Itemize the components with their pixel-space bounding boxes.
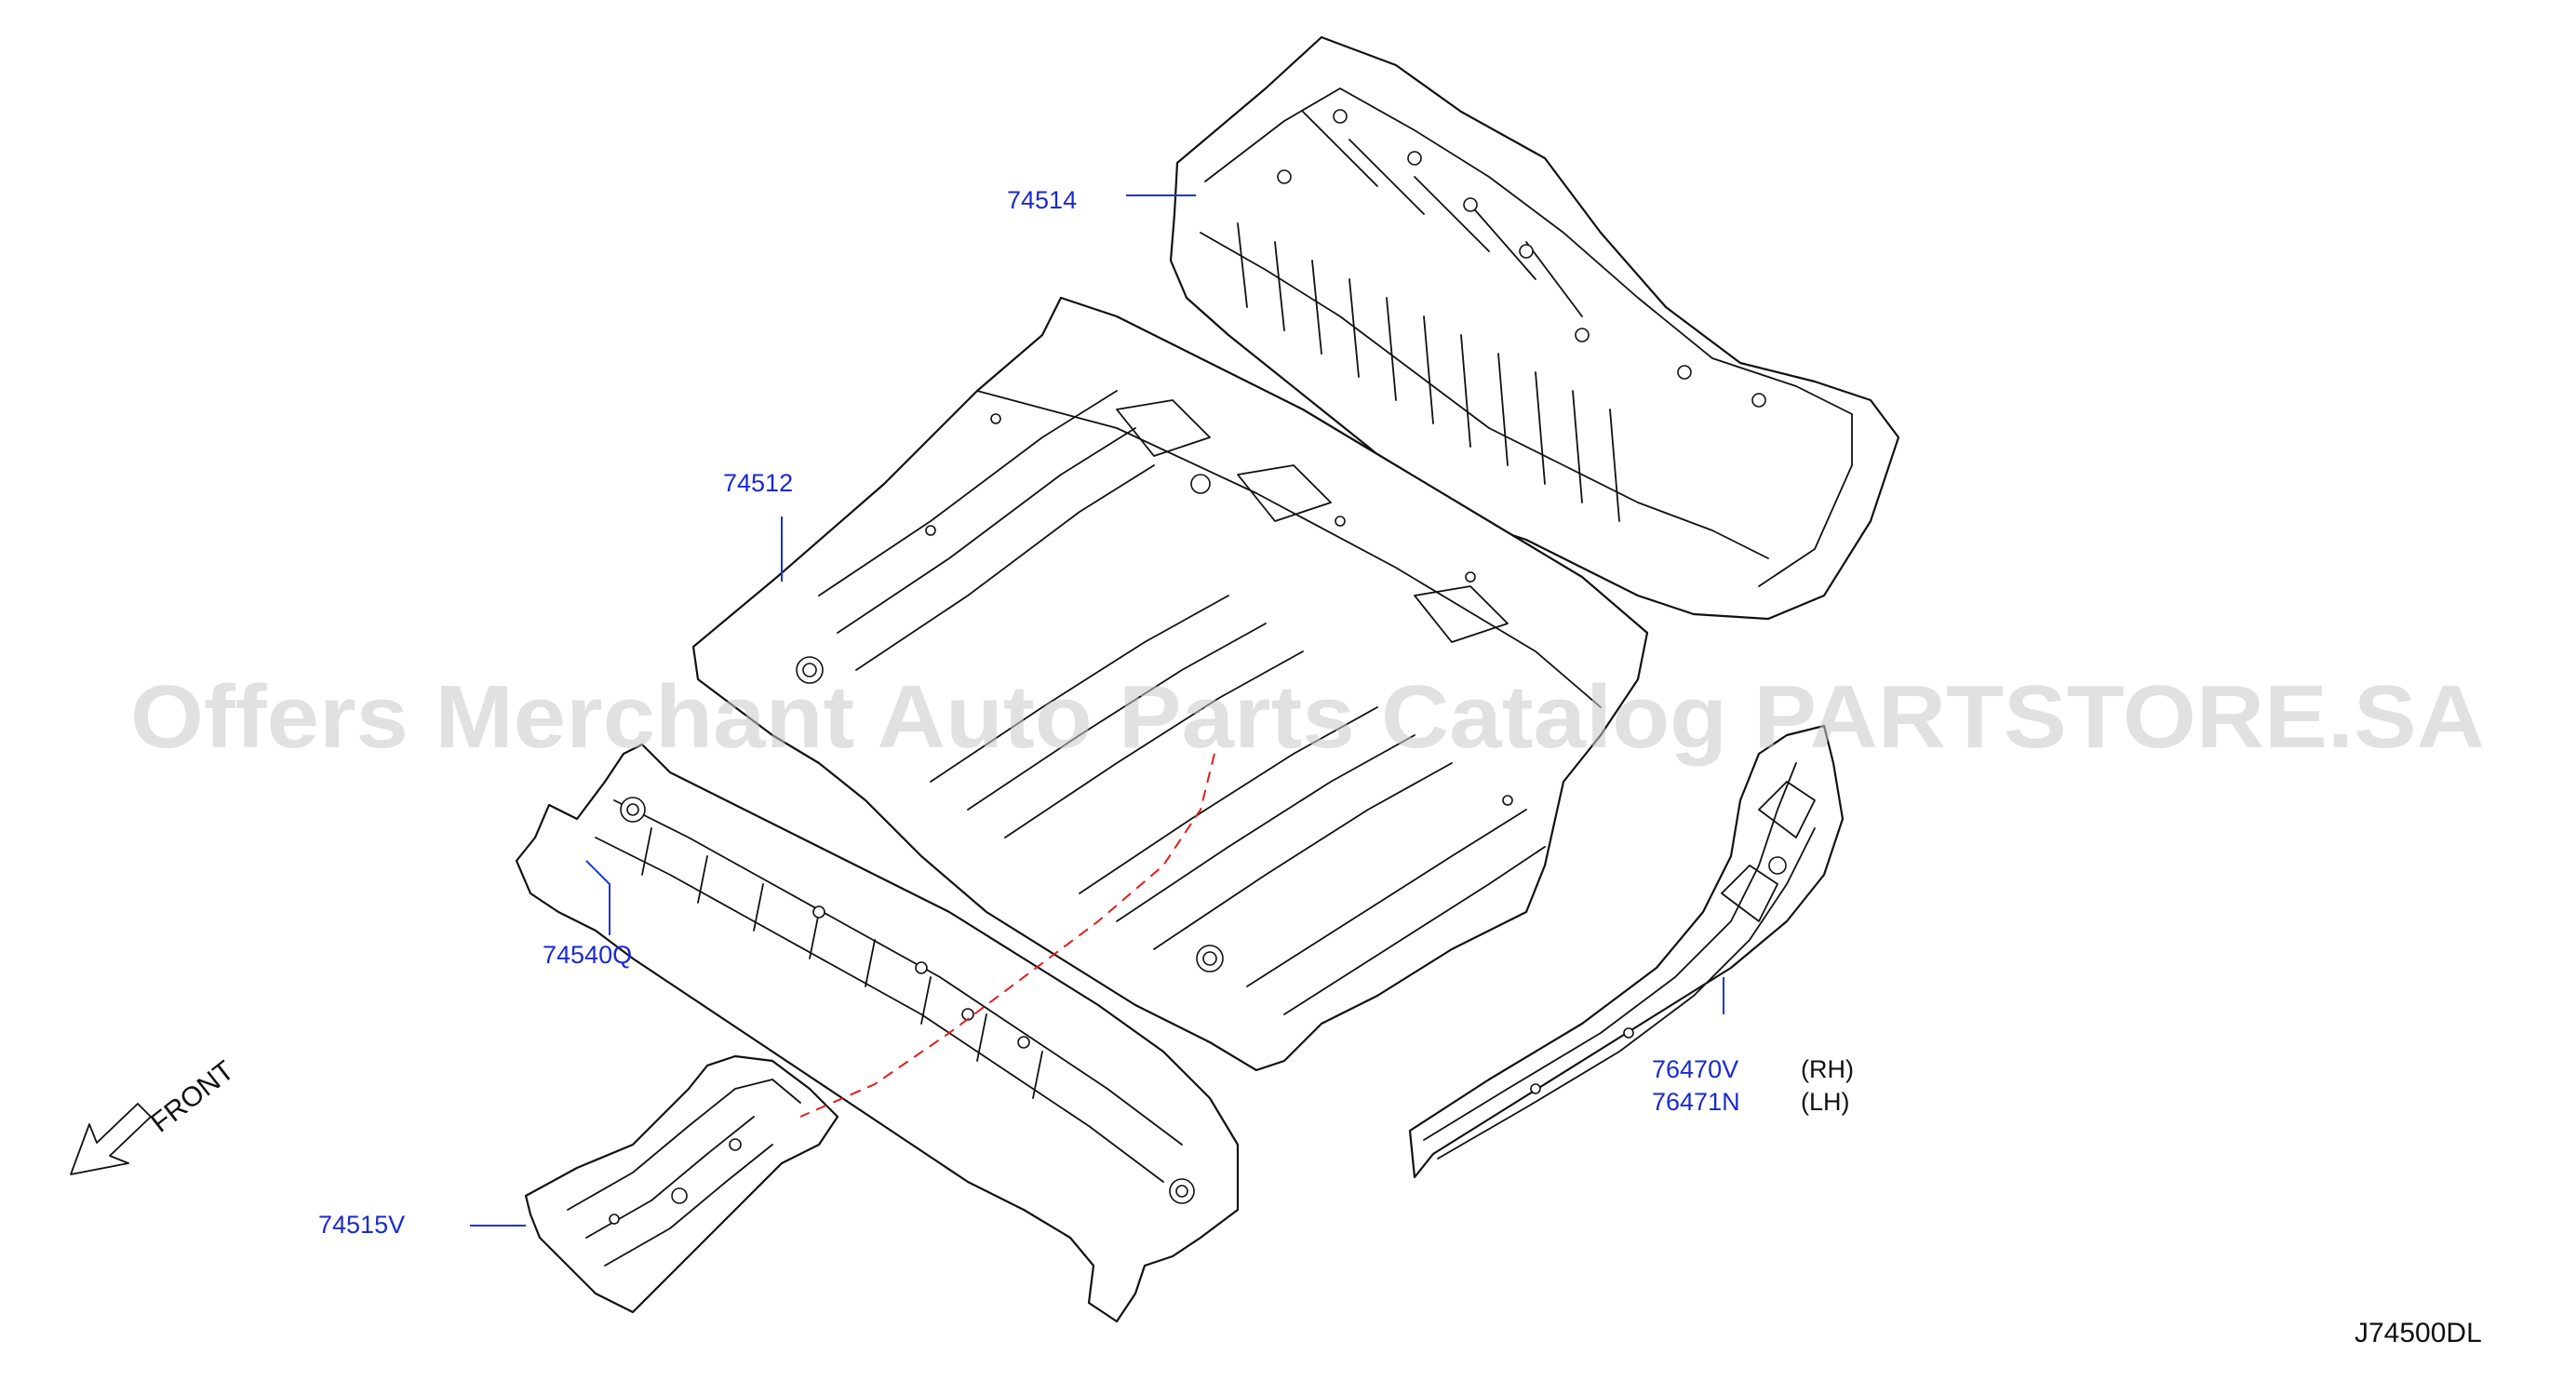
callout-76471N[interactable]: 76471N (1652, 1088, 1740, 1116)
front-label: FRONT (145, 1055, 240, 1139)
leader-74540Q-line (585, 860, 610, 935)
side-sill-76470V-76471N[interactable] (1408, 724, 1845, 1179)
reinforcement-74515V[interactable] (524, 1054, 839, 1314)
side-label-rh: (RH) (1801, 1055, 1854, 1083)
diagram-code: J74500DL (2355, 1318, 2482, 1348)
front-direction-indicator: FRONT (70, 1055, 240, 1175)
watermark-text: Offers Merchant Auto Parts Catalog PARTS… (130, 667, 2485, 767)
callout-74540Q[interactable]: 74540Q (543, 941, 632, 969)
front-floor-panel-74512[interactable] (691, 296, 1649, 1072)
callout-76470V[interactable]: 76470V (1652, 1055, 1738, 1083)
rear-floor-panel-74514[interactable] (1169, 35, 1900, 621)
callout-74514[interactable]: 74514 (1007, 186, 1077, 214)
callout-74515V[interactable]: 74515V (318, 1211, 405, 1239)
arrow-down-left-icon (70, 1103, 152, 1175)
side-label-lh: (LH) (1801, 1088, 1850, 1116)
callout-74512[interactable]: 74512 (723, 469, 793, 497)
alignment-dashed-line (799, 753, 1215, 1118)
cross-member-74540Q[interactable] (515, 743, 1240, 1323)
